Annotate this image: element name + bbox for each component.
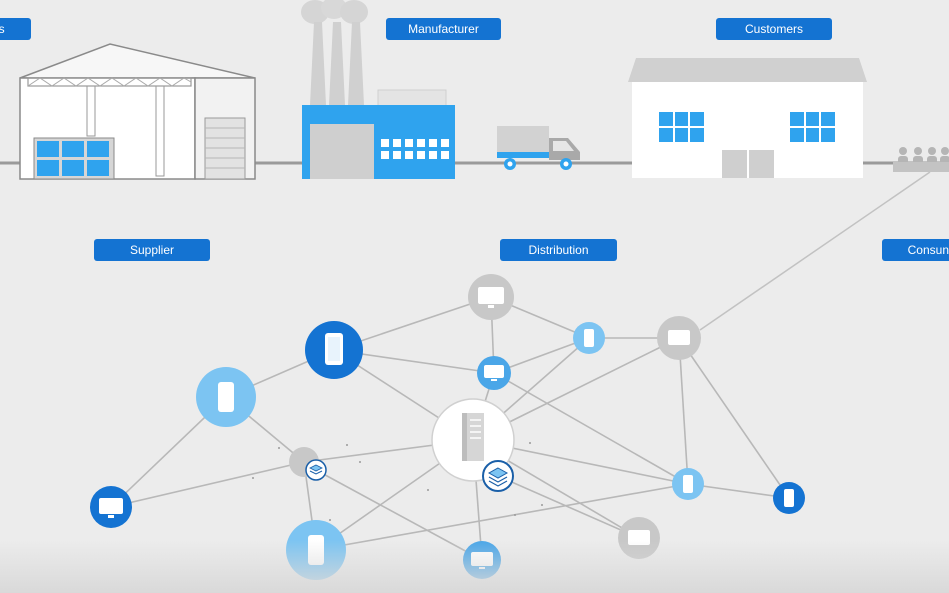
distribution-label: Distribution <box>500 239 617 261</box>
device-icon <box>286 520 346 580</box>
customers-label: Customers <box>716 18 832 40</box>
people-icon <box>893 147 949 172</box>
monitor-icon <box>463 541 501 579</box>
layers-icon <box>482 460 514 492</box>
device-icon <box>773 482 805 514</box>
device-icon <box>573 322 605 354</box>
consumer-label: Consun <box>882 239 949 261</box>
supplier-label: Supplier <box>94 239 210 261</box>
server-icon <box>431 398 515 482</box>
consumer-link <box>699 171 931 331</box>
warehouse-icon <box>19 43 256 180</box>
monitor-icon <box>90 486 132 528</box>
device-icon <box>305 321 363 379</box>
monitor-icon <box>657 316 701 360</box>
device-icon <box>196 367 256 427</box>
raw-materials-label: ls <box>0 18 31 40</box>
device-icon <box>672 468 704 500</box>
truck-icon <box>497 126 580 170</box>
scatter-dots <box>252 442 543 521</box>
monitor-icon <box>477 356 511 390</box>
monitor-icon <box>618 517 660 559</box>
manufacturer-label: Manufacturer <box>386 18 501 40</box>
layers-icon <box>289 447 327 481</box>
store-icon <box>628 58 867 178</box>
factory-icon <box>301 0 455 179</box>
monitor-icon <box>468 274 514 320</box>
